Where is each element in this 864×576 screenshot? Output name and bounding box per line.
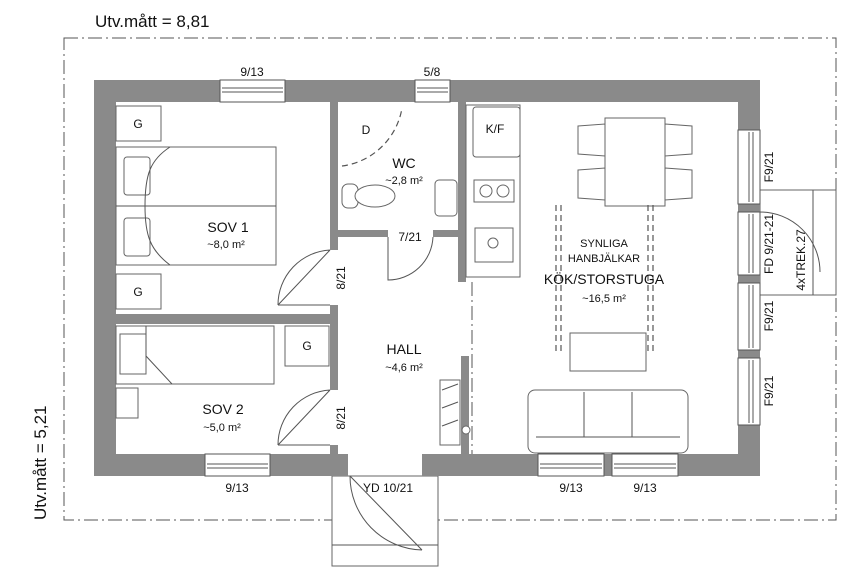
door-label: 8/21 (334, 406, 348, 430)
outer-boundary-line (63, 37, 837, 521)
coffee-table (569, 332, 647, 372)
window-label: 9/13 (559, 481, 583, 495)
interior-walls (116, 102, 469, 454)
room-area-sov1: ~8,0 m² (207, 239, 245, 251)
wardrobe-label: G (302, 339, 311, 353)
depth-dimension-label: Utv.mått = 5,21 (31, 406, 50, 520)
exterior-walls (94, 80, 760, 476)
window-label: 5/8 (424, 65, 441, 79)
window-label: F9/21 (762, 375, 776, 406)
room-area-kok: ~16,5 m² (582, 293, 626, 305)
sofa (527, 389, 689, 454)
toilet (341, 183, 396, 209)
window-label: 9/13 (633, 481, 657, 495)
single-bed (115, 325, 275, 419)
visible-collar-beams (471, 205, 654, 454)
door-label: 7/21 (398, 230, 422, 244)
window-label: 9/13 (225, 481, 249, 495)
room-name-kok: KÖK/STORSTUGA (544, 270, 665, 287)
kitchen-counter (465, 104, 521, 278)
dining-table (577, 117, 693, 207)
beam-note-line1: SYNLIGA (580, 238, 628, 250)
steps-label: 4xTREK.27 (794, 229, 808, 291)
doors (277, 211, 821, 551)
room-area-wc: ~2,8 m² (385, 175, 423, 187)
room-name-sov2: SOV 2 (202, 401, 243, 417)
wardrobe (284, 325, 330, 367)
fridge-label: K/F (486, 122, 505, 136)
beam-note-line2: HANBJÄLKAR (568, 253, 640, 265)
room-name-wc: WC (392, 155, 415, 171)
window-label: F9/21 (762, 151, 776, 182)
room-name-hall: HALL (386, 341, 421, 357)
room-area-hall: ~4,6 m² (385, 362, 423, 374)
shower-area (341, 107, 403, 167)
wardrobe-label: G (133, 117, 142, 131)
wardrobe-label: G (133, 285, 142, 299)
window-label: 9/13 (240, 65, 264, 79)
room-area-sov2: ~5,0 m² (203, 422, 241, 434)
wardrobe (115, 273, 162, 310)
coat-rack (439, 379, 471, 446)
windows (204, 79, 761, 477)
door-label: 8/21 (334, 266, 348, 290)
room-name-sov1: SOV 1 (207, 219, 248, 235)
double-bed (115, 146, 277, 266)
entrance-steps (331, 475, 439, 567)
window-label: F9/21 (762, 300, 776, 331)
shower-label: D (362, 123, 371, 137)
entrance-door-label: YD 10/21 (363, 481, 413, 495)
door-label: FD 9/21-21 (762, 214, 776, 274)
wardrobe (115, 105, 162, 142)
width-dimension-label: Utv.mått = 8,81 (95, 12, 209, 31)
washbasin (434, 179, 458, 217)
